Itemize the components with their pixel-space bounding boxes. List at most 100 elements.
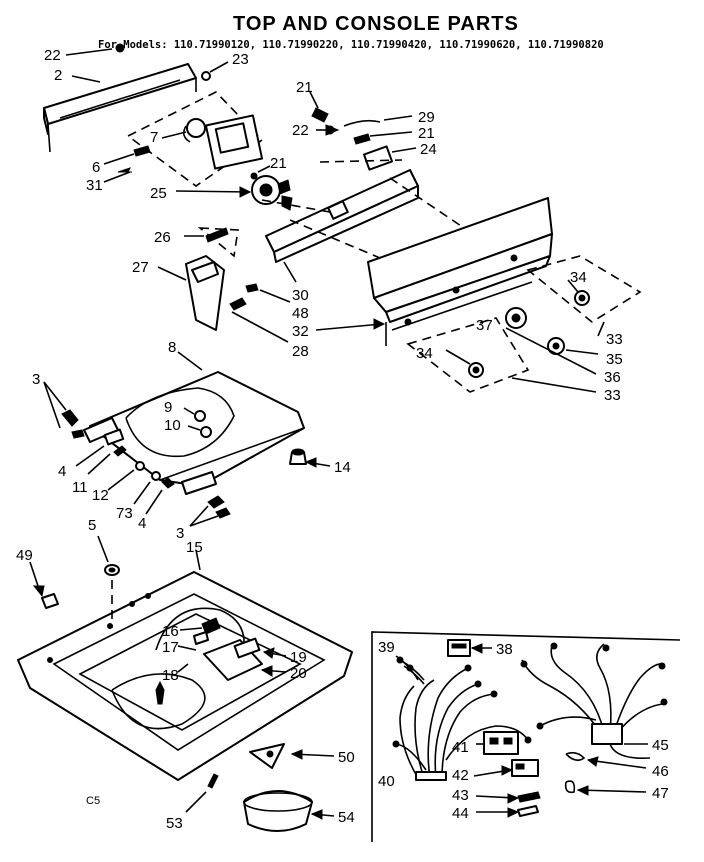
harness-40	[392, 664, 532, 781]
harness-45	[520, 642, 668, 760]
screw-53	[185, 773, 219, 813]
callout-24: 24	[420, 141, 437, 158]
callout-33: 33	[604, 387, 621, 404]
callout-19: 19	[290, 649, 307, 666]
callout-33: 33	[606, 331, 623, 348]
callout-18: 18	[162, 667, 179, 684]
callout-4: 4	[138, 515, 146, 532]
callout-53: 53	[166, 815, 183, 832]
console-bracket-30	[261, 159, 471, 283]
grommet-5	[97, 535, 120, 628]
callout-36: 36	[604, 369, 621, 386]
screw-28	[229, 297, 289, 343]
callout-46: 46	[652, 763, 669, 780]
bumper-14	[289, 448, 331, 468]
callout-8: 8	[168, 339, 176, 356]
lid-8	[89, 351, 305, 487]
callout-22: 22	[292, 122, 309, 139]
callout-45: 45	[652, 737, 669, 754]
callout-3: 3	[32, 371, 40, 388]
screw-22-top	[65, 43, 125, 56]
callout-6: 6	[92, 159, 100, 176]
screw-21-mid	[250, 165, 271, 180]
connector-38	[447, 639, 492, 657]
model-numbers: For Models: 110.71990120, 110.71990220, …	[98, 39, 604, 51]
callout-26: 26	[154, 229, 171, 246]
pad-50	[249, 743, 335, 769]
callout-38: 38	[496, 641, 513, 658]
callout-16: 16	[162, 623, 179, 640]
callout-35: 35	[606, 351, 623, 368]
callout-32: 32	[292, 323, 309, 340]
clip-47	[564, 780, 647, 796]
callout-50: 50	[338, 749, 355, 766]
callout-3: 3	[176, 525, 184, 542]
switch-17	[177, 645, 197, 651]
callout-10: 10	[164, 417, 181, 434]
rear-trim-panel	[43, 63, 197, 153]
callout-47: 47	[652, 785, 669, 802]
callout-29: 29	[418, 109, 435, 126]
callout-25: 25	[150, 185, 167, 202]
callout-11: 11	[72, 479, 88, 496]
knob-group	[406, 255, 642, 393]
connector-41	[476, 731, 519, 755]
lid-hinge-left	[43, 381, 145, 491]
diagram-title: TOP AND CONSOLE PARTS	[233, 13, 519, 35]
screw-22-mid	[316, 124, 413, 145]
callout-22: 22	[44, 47, 61, 64]
clip-29	[343, 115, 413, 127]
wiring-harness-box	[371, 631, 681, 842]
callout-49: 49	[16, 547, 33, 564]
callout-21: 21	[418, 125, 435, 142]
top-15	[17, 549, 353, 781]
callout-labels: 22 2 23 21 29 22 21 24 7 6 31 21 25 26 2…	[16, 47, 669, 832]
callout-39: 39	[378, 639, 395, 656]
screw-21-top	[309, 91, 329, 123]
timer-assembly	[126, 91, 264, 187]
callout-44: 44	[452, 805, 469, 822]
screw-6-31	[103, 145, 151, 183]
terminal-44	[476, 805, 539, 818]
tub-ring-54	[243, 790, 335, 832]
callout-27: 27	[132, 259, 149, 276]
switch-24	[362, 145, 417, 171]
screw-18	[155, 663, 189, 705]
callout-40: 40	[378, 773, 395, 790]
callout-48: 48	[292, 305, 309, 322]
callout-43: 43	[452, 787, 469, 804]
connector-42	[473, 759, 539, 777]
lid-switch-16	[179, 617, 221, 645]
callout-41: 41	[452, 739, 469, 756]
callout-23: 23	[232, 51, 249, 68]
console-panel-32	[315, 197, 553, 346]
control-knob-25	[175, 175, 293, 211]
clip-46	[565, 751, 647, 769]
callout-2: 2	[54, 67, 62, 84]
callout-31: 31	[86, 177, 103, 194]
callout-15: 15	[186, 539, 203, 556]
callout-54: 54	[338, 809, 355, 826]
wire-39	[395, 655, 425, 685]
callout-14: 14	[334, 459, 351, 476]
clip-48	[245, 283, 291, 303]
diagram-code: C5	[86, 795, 100, 807]
callout-73: 73	[116, 505, 133, 522]
lid-switch-bracket-27	[157, 255, 225, 331]
terminal-43	[475, 791, 541, 804]
callout-42: 42	[452, 767, 469, 784]
callout-21: 21	[296, 79, 313, 96]
screw-26	[184, 227, 239, 258]
callout-37: 37	[476, 317, 493, 334]
callout-30: 30	[292, 287, 309, 304]
clip-49	[29, 561, 59, 609]
callout-20: 20	[290, 665, 307, 682]
screw-23	[201, 61, 229, 81]
bracket-19-20	[203, 637, 287, 681]
callout-5: 5	[88, 517, 96, 534]
callout-4: 4	[58, 463, 66, 480]
callout-28: 28	[292, 343, 309, 360]
callout-9: 9	[164, 399, 172, 416]
callout-12: 12	[92, 487, 109, 504]
